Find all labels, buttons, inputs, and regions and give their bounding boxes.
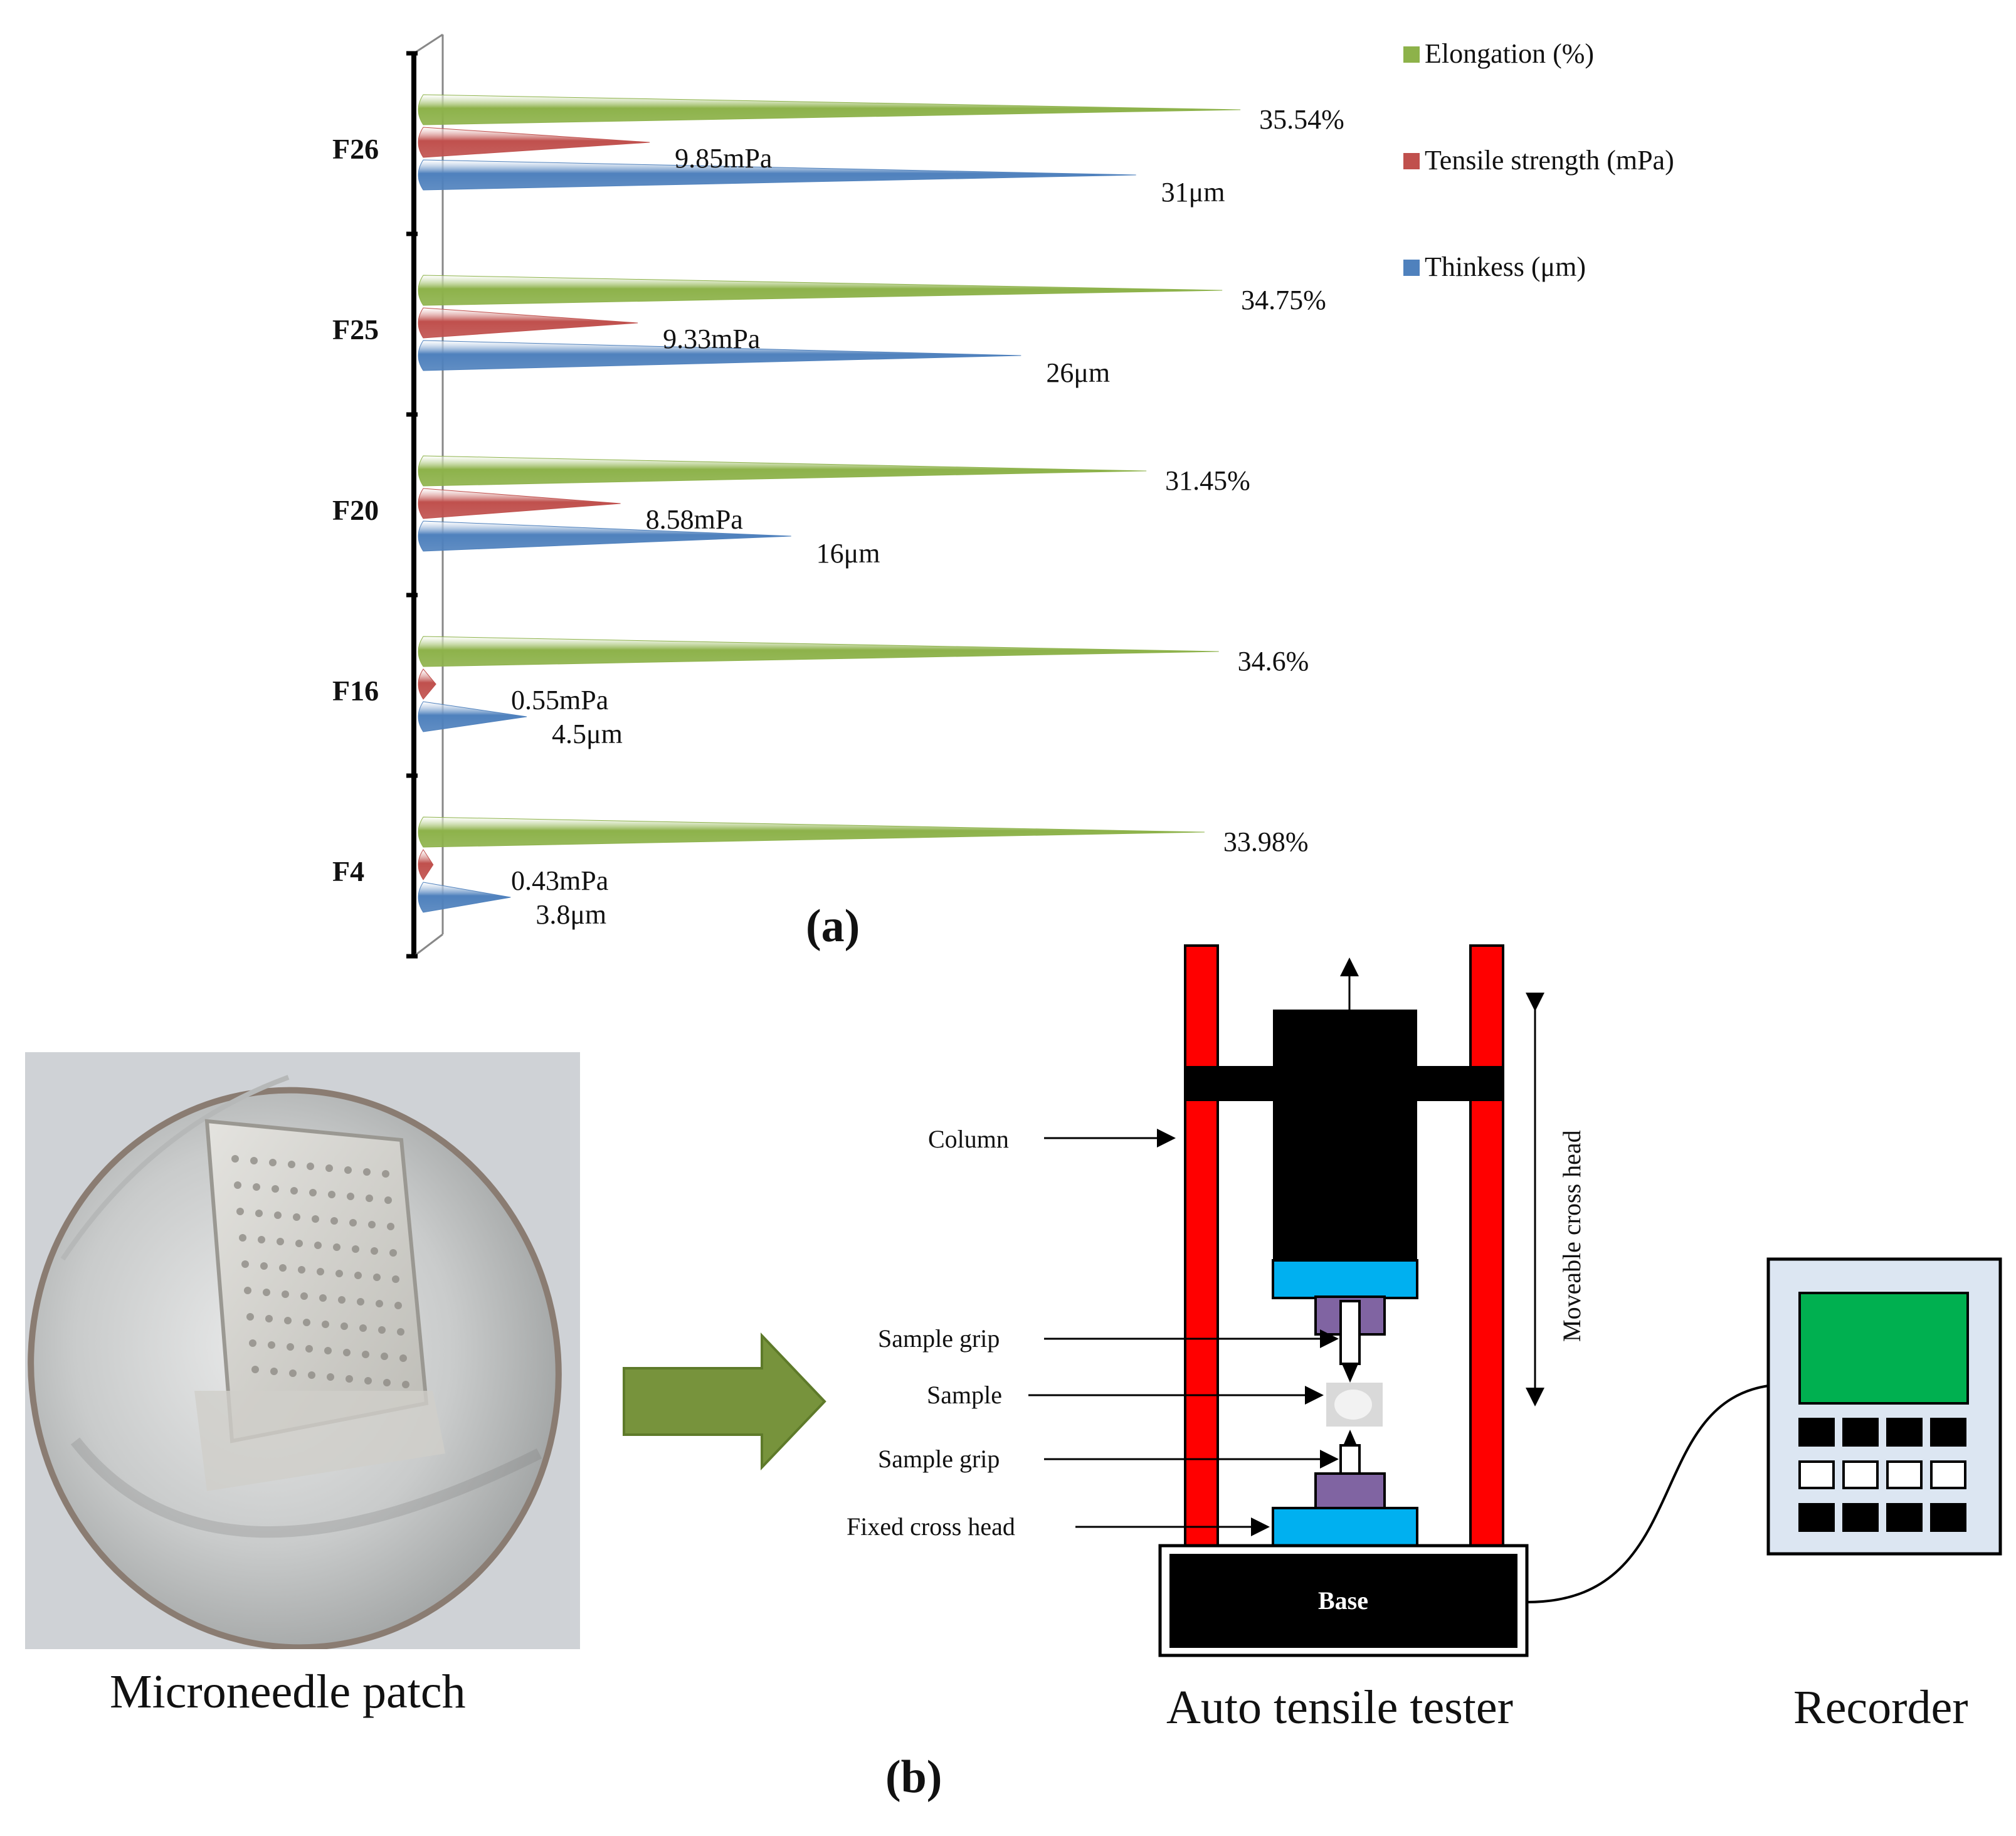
base (1169, 1554, 1517, 1648)
legend-label: Elongation (%) (1425, 38, 1594, 69)
recorder-key (1886, 1503, 1923, 1532)
category-label: F26 (332, 133, 379, 165)
category-label: F4 (332, 855, 364, 887)
legend-label: Tensile strength (mPa) (1425, 145, 1674, 176)
right-column (1469, 944, 1504, 1550)
recorder-key (1930, 1418, 1966, 1447)
recorder-key (1842, 1460, 1879, 1489)
data-label: 4.5μm (552, 719, 623, 749)
data-label: 33.98% (1223, 826, 1309, 857)
cone-bar (418, 340, 1021, 371)
axis-back-edge (413, 33, 443, 55)
microneedle-patch-photo (25, 1052, 580, 1649)
moveable-cross-head-label: Moveable cross head (1558, 1130, 1586, 1342)
recorder-key (1930, 1460, 1966, 1489)
cone-bar (418, 701, 527, 732)
data-label: 31μm (1161, 177, 1225, 208)
cone-bar (418, 275, 1223, 306)
recorder-caption: Recorder (1793, 1681, 1968, 1734)
panel-b-label: (b) (885, 1751, 942, 1803)
moveable-cross-head (1273, 1010, 1417, 1264)
recorder-cable (1527, 1385, 1769, 1603)
sample-grip-bottom-label: Sample grip (878, 1445, 1000, 1473)
data-label: 9.33mPa (663, 324, 760, 354)
panel-a-label: (a) (806, 900, 860, 952)
cone-bar (418, 636, 1219, 667)
recorder-key (1798, 1418, 1835, 1447)
fixed-cross-head (1272, 1507, 1418, 1548)
data-label: 8.58mPa (646, 504, 743, 535)
bottom-grip-block (1314, 1472, 1386, 1512)
cone-bar (418, 127, 650, 158)
data-label: 31.45% (1165, 465, 1250, 496)
cone-bar (418, 307, 638, 339)
recorder-key (1930, 1503, 1966, 1532)
legend-swatch (1403, 46, 1420, 63)
cone-bar (418, 849, 434, 880)
data-label: 35.54% (1259, 104, 1344, 135)
recorder-key (1842, 1418, 1879, 1447)
recorder-key (1798, 1460, 1835, 1489)
cone-bar (418, 94, 1241, 125)
top-grip-jaw (1339, 1300, 1361, 1365)
tester-caption: Auto tensile tester (1166, 1681, 1513, 1734)
data-label: 0.55mPa (511, 685, 608, 715)
axis-floor-edge (413, 933, 443, 958)
data-label: 34.6% (1238, 646, 1309, 677)
category-label: F25 (332, 314, 379, 346)
chart-legend: Elongation (%) Tensile strength (mPa) Thin… (1403, 38, 1674, 282)
cone-bar (418, 882, 511, 913)
recorder-key (1886, 1460, 1923, 1489)
category-label: F16 (332, 675, 379, 707)
left-column (1184, 944, 1219, 1550)
recorder-screen (1798, 1292, 1969, 1405)
recorder-keypad (1798, 1418, 1966, 1532)
y-axis-ticks (406, 51, 418, 959)
data-labels: 35.54% 9.85mPa 31μm 34.75% 9.33mPa 26μm 31.45%… (511, 104, 1344, 930)
data-label: 26μm (1046, 357, 1110, 388)
recorder-key (1842, 1503, 1879, 1532)
legend-label: Thinkess (μm) (1425, 251, 1586, 282)
category-label: F20 (332, 494, 379, 526)
cone-bar (418, 816, 1205, 848)
legend-swatch (1403, 153, 1420, 169)
chart-marks (418, 94, 1241, 913)
sample-grip-top-label: Sample grip (878, 1324, 1000, 1353)
data-label: 0.43mPa (511, 865, 608, 896)
sample-label: Sample (927, 1381, 1002, 1409)
cone-bar (418, 159, 1136, 191)
column-label: Column (928, 1125, 1009, 1153)
data-label: 34.75% (1241, 285, 1326, 315)
cone-bar (418, 488, 621, 519)
recorder-key (1798, 1503, 1835, 1532)
data-label: 3.8μm (536, 899, 606, 930)
cone-bar (418, 455, 1147, 487)
photo-caption: Microneedle patch (110, 1665, 466, 1718)
legend-swatch (1403, 260, 1420, 276)
cone-bar (418, 520, 791, 552)
base-label: Base (1318, 1586, 1368, 1615)
recorder-key (1886, 1418, 1923, 1447)
cone-bar-chart: 35.54% 9.85mPa 31μm 34.75% 9.33mPa 26μm 31.45%… (332, 33, 1674, 959)
data-label: 9.85mPa (675, 143, 772, 174)
cone-bar (418, 668, 436, 700)
moveable-cross-head-plate (1272, 1259, 1418, 1299)
data-label: 16μm (816, 538, 880, 569)
fixed-cross-head-label: Fixed cross head (847, 1512, 1015, 1541)
